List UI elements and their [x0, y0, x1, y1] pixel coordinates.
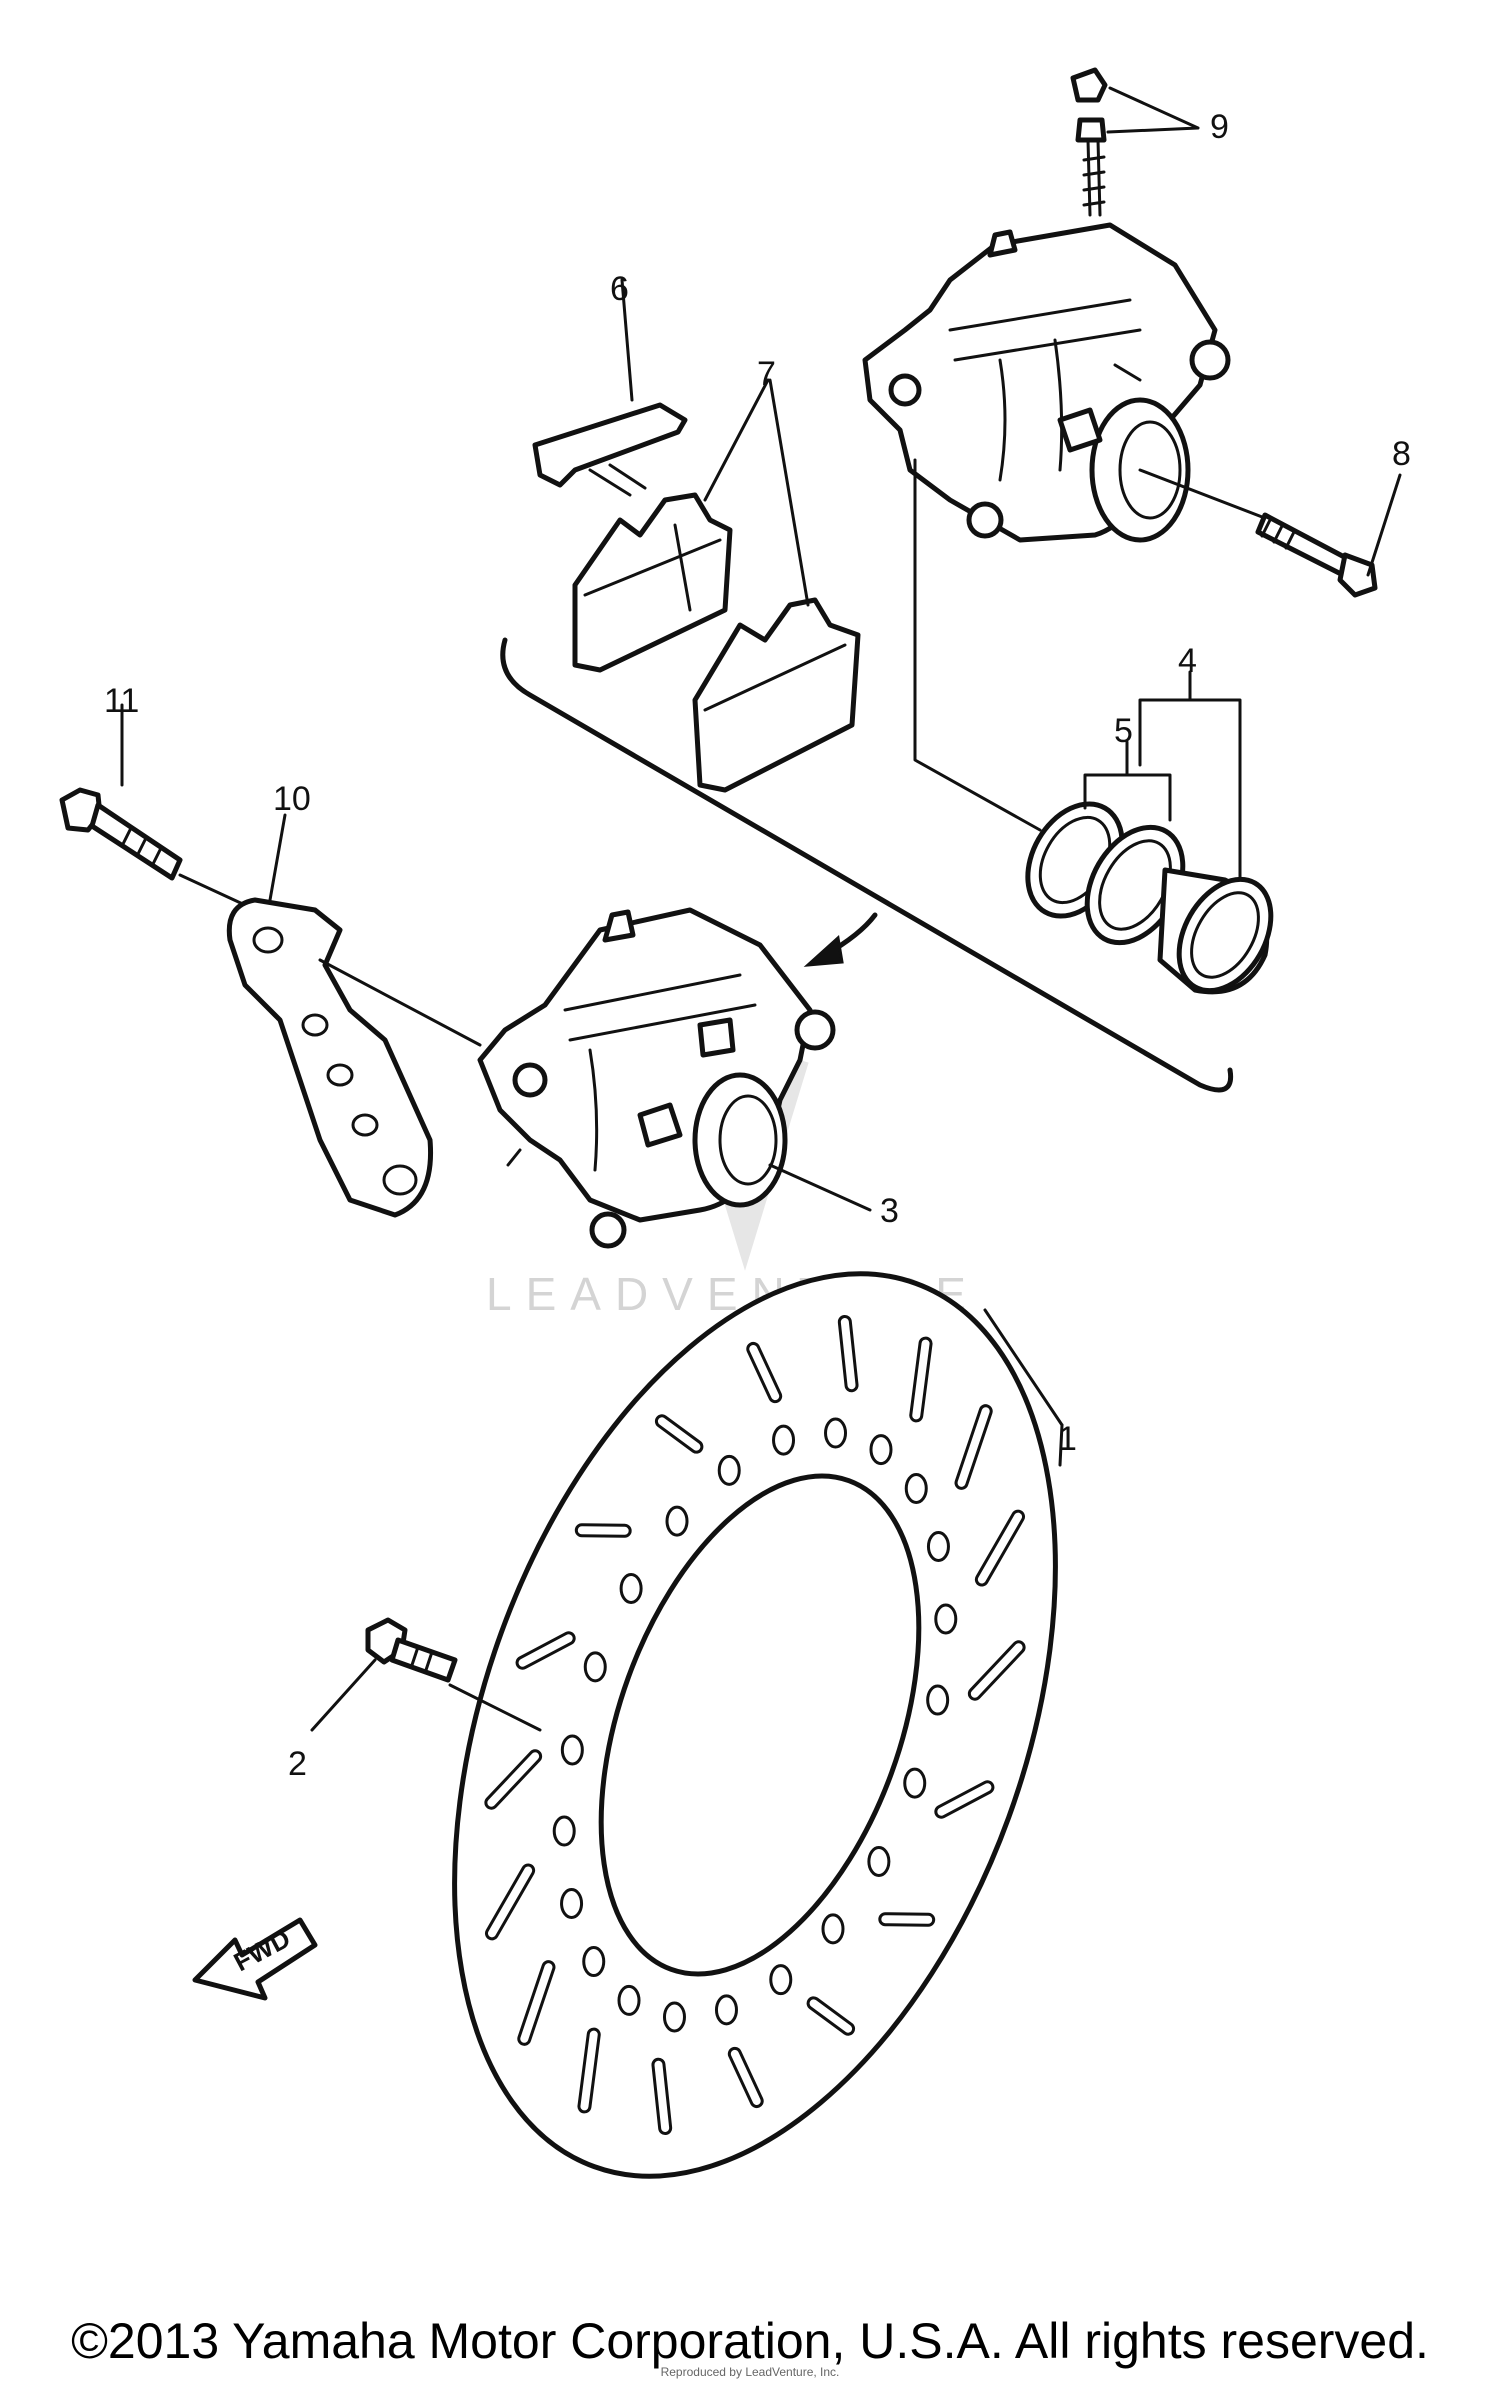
disc-hole: [621, 1574, 641, 1602]
disc-hole: [871, 1436, 891, 1464]
disc-hole: [905, 1769, 925, 1797]
disc-hole: [906, 1474, 926, 1502]
disc-hole: [667, 1507, 687, 1535]
disc-hole: [619, 1986, 639, 2014]
disc-hole: [826, 1419, 846, 1447]
disc-hole: [774, 1426, 794, 1454]
disc-hole: [823, 1915, 843, 1943]
disc-hole: [771, 1966, 791, 1994]
part-4-5-piston-seals: [1009, 672, 1290, 1007]
caliper-body-exploded: [865, 225, 1228, 830]
disc-hole: [584, 1948, 604, 1976]
callout-1: 1: [1058, 1420, 1077, 1458]
disc-hole: [562, 1736, 582, 1764]
copyright-notice: ©2013 Yamaha Motor Corporation, U.S.A. A…: [0, 2312, 1500, 2370]
part-10-bracket: [229, 815, 480, 1215]
callout-8: 8: [1392, 435, 1411, 473]
callout-11: 11: [104, 682, 139, 720]
disc-hole: [554, 1817, 574, 1845]
callout-5: 5: [1114, 712, 1133, 750]
callout-4: 4: [1178, 642, 1197, 680]
disc-hole: [869, 1848, 889, 1876]
group-arrow: [808, 915, 875, 965]
part-9-bleed-screw: [1073, 70, 1105, 215]
callout-7: 7: [757, 355, 776, 393]
disc-hole: [928, 1532, 948, 1560]
footer-overprint: Reproduced by LeadVenture, Inc.: [0, 2365, 1500, 2379]
forward-arrow: FWD: [195, 1920, 315, 1998]
callout-9-leaders: [1108, 88, 1198, 132]
disc-hole: [719, 1456, 739, 1484]
part-1-brake-disc: [341, 1191, 1170, 2259]
part-11-bolt: [62, 705, 245, 905]
disc-hole: [716, 1996, 736, 2024]
callout-10: 10: [273, 780, 311, 818]
callout-2: 2: [288, 1745, 307, 1783]
disc-hole: [664, 2003, 684, 2031]
callout-3: 3: [880, 1192, 899, 1230]
disc-hole: [585, 1653, 605, 1681]
callout-6: 6: [610, 270, 629, 308]
disc-hole: [562, 1890, 582, 1918]
callout-9: 9: [1210, 108, 1229, 146]
disc-hole: [928, 1686, 948, 1714]
part-6-pad-spring: [535, 280, 685, 495]
disc-hole: [936, 1605, 956, 1633]
